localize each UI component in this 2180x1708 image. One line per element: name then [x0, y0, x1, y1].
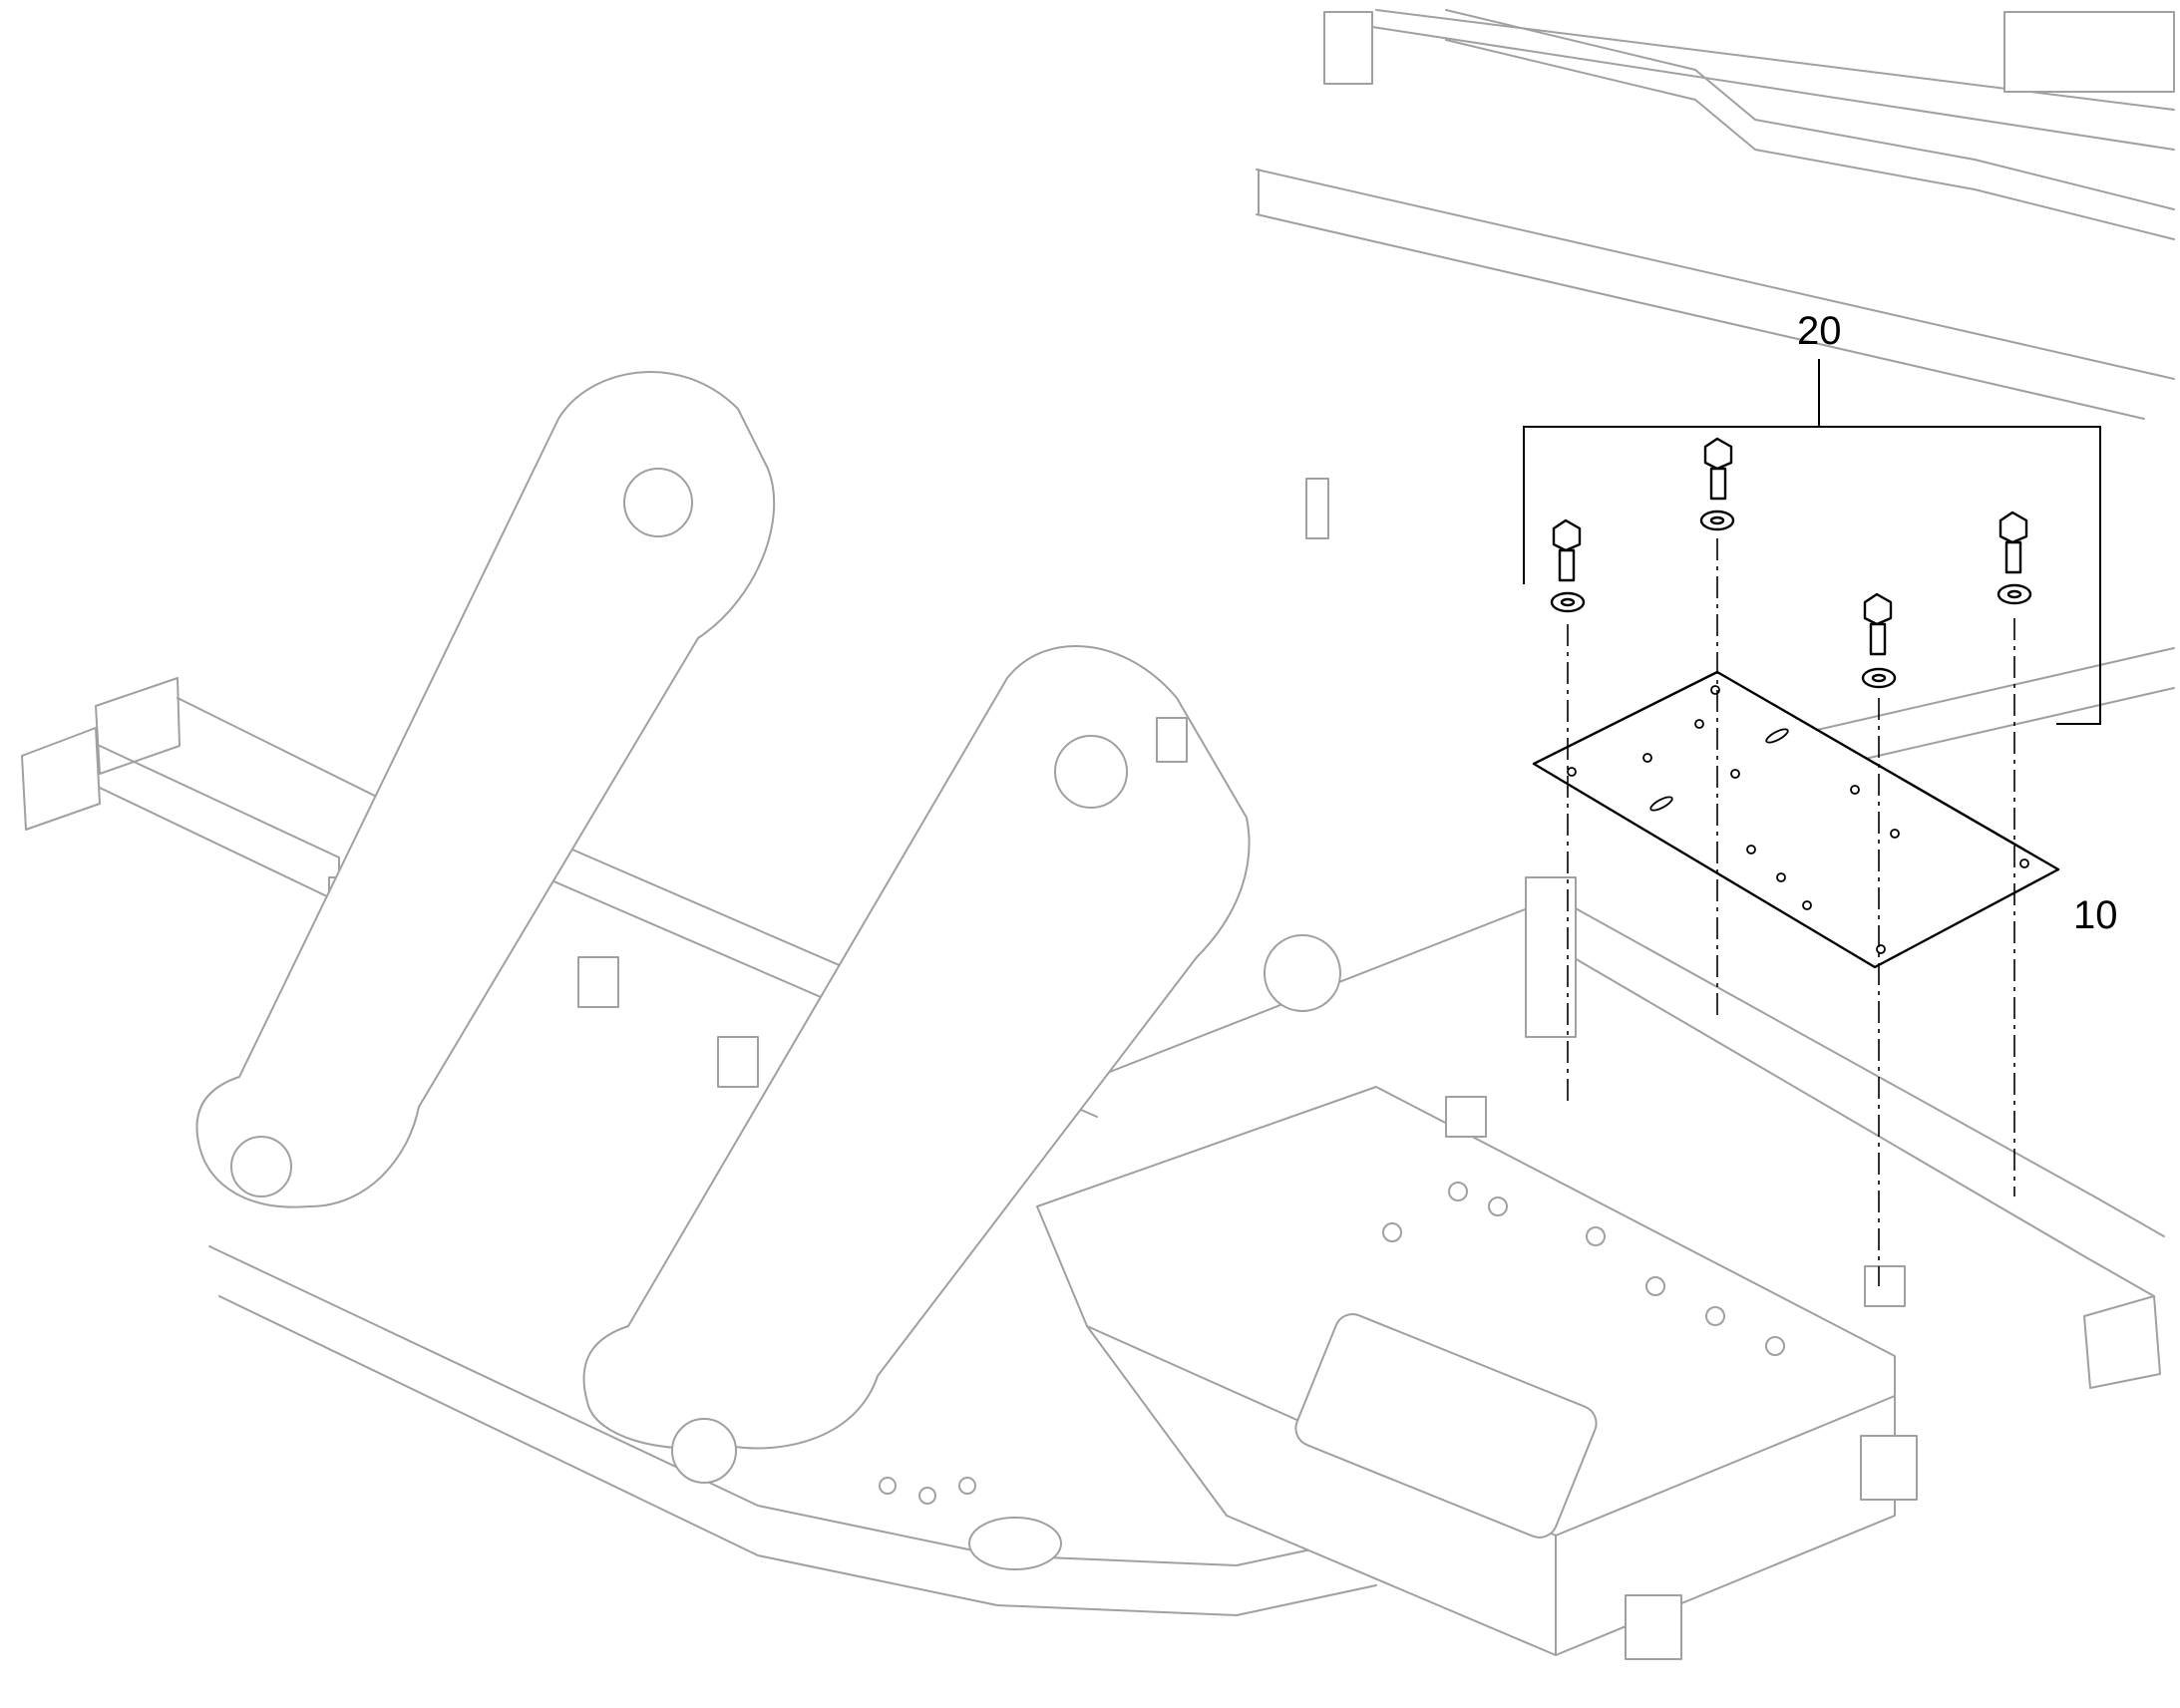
- highlighted-parts: [1523, 359, 2101, 1286]
- upper-right-rails: [1256, 9, 2175, 420]
- callout-bracket-20: [1523, 359, 2101, 725]
- lower-right-rail: [1555, 647, 2175, 1389]
- callout-label-10: 10: [2073, 893, 2118, 937]
- mounting-plate: [1532, 670, 2060, 969]
- boom-mount-left: [195, 371, 776, 1208]
- assembly-centerlines: [1567, 538, 2015, 1286]
- bolt: [1997, 511, 2032, 605]
- boom-mount-right: [582, 645, 1341, 1484]
- front-platform: [1036, 1086, 1918, 1660]
- bolt: [1699, 437, 1735, 531]
- main-chassis: [208, 817, 1557, 1616]
- callout-label-20: 20: [1797, 309, 1842, 353]
- bolt: [1550, 518, 1586, 613]
- bolt: [1861, 592, 1897, 689]
- machine-frame-context: [21, 9, 2175, 1660]
- misc-fittings: [577, 478, 1906, 1505]
- bolt-set: [1550, 437, 2032, 689]
